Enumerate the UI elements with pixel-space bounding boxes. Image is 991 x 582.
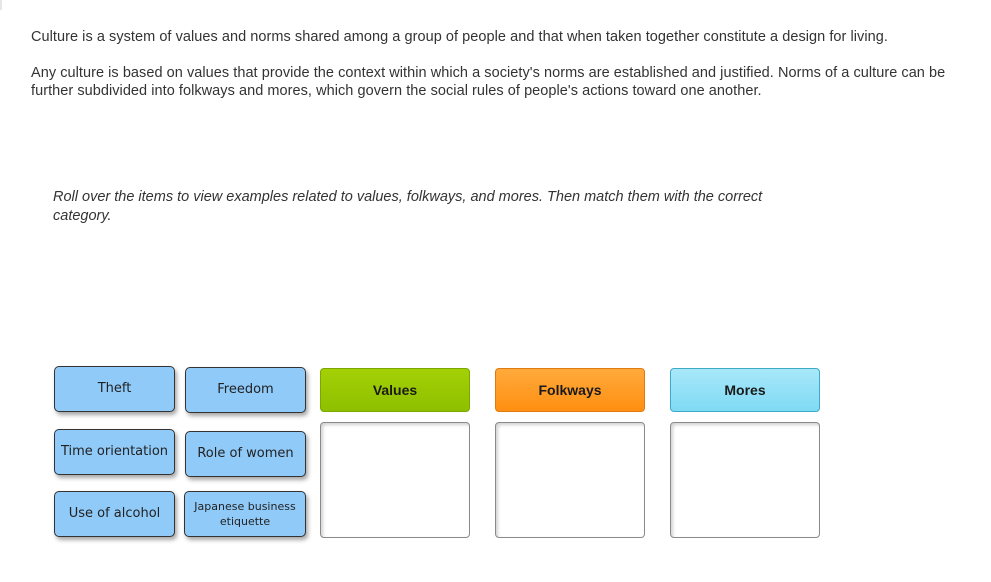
drag-item-time-orientation[interactable]: Time orientation	[54, 429, 175, 475]
page-edge-mark	[0, 0, 2, 10]
category-header-values: Values	[320, 368, 470, 412]
intro-text: Culture is a system of values and norms …	[31, 28, 976, 118]
drag-item-freedom[interactable]: Freedom	[185, 367, 306, 413]
intro-paragraph-1: Culture is a system of values and norms …	[31, 29, 888, 45]
drag-item-japanese-business-etiquette[interactable]: Japanese business etiquette	[184, 491, 306, 537]
drag-item-role-of-women[interactable]: Role of women	[185, 431, 306, 477]
drop-zone-values[interactable]	[320, 422, 470, 538]
drop-zone-mores[interactable]	[670, 422, 820, 538]
intro-paragraph-2: Any culture is based on values that prov…	[31, 65, 946, 99]
category-header-folkways: Folkways	[495, 368, 645, 412]
instruction-text: Roll over the items to view examples rel…	[53, 189, 763, 224]
drag-item-use-of-alcohol[interactable]: Use of alcohol	[54, 491, 175, 537]
category-header-mores: Mores	[670, 368, 820, 412]
drop-zone-folkways[interactable]	[495, 422, 645, 538]
drag-item-theft[interactable]: Theft	[54, 366, 175, 412]
